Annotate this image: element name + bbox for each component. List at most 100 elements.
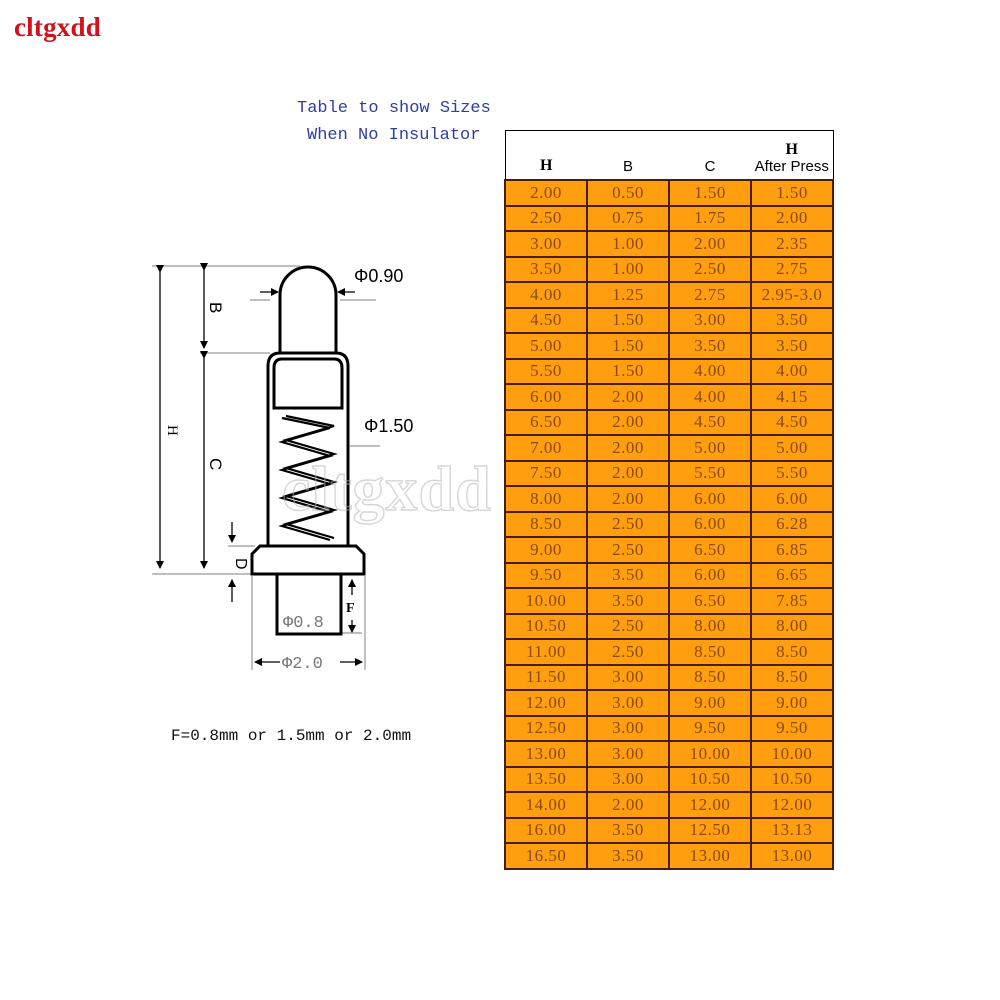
cell-b: 0.75: [586, 204, 670, 232]
cell-h: 8.50: [504, 510, 588, 538]
cell-h: 6.00: [504, 383, 588, 411]
cell-h: 6.50: [504, 408, 588, 436]
column-header-b: B: [587, 130, 669, 180]
cell-b: 2.00: [586, 459, 670, 487]
cell-c: 13.00: [668, 842, 752, 870]
table-caption-line-2: When No Insulator: [307, 126, 481, 145]
cell-h-after-press: 6.00: [750, 485, 834, 513]
column-header-h: H: [505, 130, 587, 180]
cell-h: 3.50: [504, 255, 588, 283]
column-header-h-after-press-top: H: [785, 141, 798, 158]
cell-c: 6.00: [668, 485, 752, 513]
cell-h-after-press: 2.35: [750, 230, 834, 258]
cell-h: 5.00: [504, 332, 588, 360]
column-header-h-after-press: H After Press: [751, 130, 833, 180]
cell-h: 11.00: [504, 638, 588, 666]
cell-h-after-press: 6.85: [750, 536, 834, 564]
cell-c: 12.00: [668, 791, 752, 819]
dim-label-D: D: [232, 558, 249, 570]
cell-h-after-press: 4.00: [750, 357, 834, 385]
cell-c: 8.50: [668, 638, 752, 666]
cell-b: 1.00: [586, 255, 670, 283]
cell-h-after-press: 8.50: [750, 638, 834, 666]
cell-h: 5.50: [504, 357, 588, 385]
cell-b: 1.25: [586, 281, 670, 309]
cell-h-after-press: 8.50: [750, 663, 834, 691]
cell-b: 0.50: [586, 179, 670, 207]
cell-h-after-press: 9.00: [750, 689, 834, 717]
cell-c: 1.50: [668, 179, 752, 207]
cell-h-after-press: 6.28: [750, 510, 834, 538]
cell-b: 2.00: [586, 408, 670, 436]
cell-b: 1.50: [586, 306, 670, 334]
cell-c: 5.00: [668, 434, 752, 462]
dim-label-B: B: [206, 302, 225, 313]
cell-h: 10.00: [504, 587, 588, 615]
cell-h: 2.00: [504, 179, 588, 207]
f-length-note: F=0.8mm or 1.5mm or 2.0mm: [171, 727, 412, 745]
cell-h: 8.00: [504, 485, 588, 513]
cell-c: 3.50: [668, 332, 752, 360]
cell-h-after-press: 9.50: [750, 714, 834, 742]
cell-h: 13.50: [504, 765, 588, 793]
cell-b: 2.00: [586, 434, 670, 462]
cell-c: 6.50: [668, 536, 752, 564]
cell-b: 3.00: [586, 689, 670, 717]
cell-h: 12.50: [504, 714, 588, 742]
pogo-pin-diagram: H B C D F Φ0.90 Φ1.50 Φ0.8 Φ2.0: [152, 263, 413, 674]
cell-h: 11.50: [504, 663, 588, 691]
cell-c: 8.50: [668, 663, 752, 691]
cell-h-after-press: 7.85: [750, 587, 834, 615]
dim-label-F: F: [346, 601, 355, 616]
cell-h: 13.00: [504, 740, 588, 768]
cell-b: 2.50: [586, 536, 670, 564]
cell-h-after-press: 1.50: [750, 179, 834, 207]
tail-diameter-label: Φ0.8: [283, 614, 324, 633]
cell-b: 3.50: [586, 816, 670, 844]
cell-c: 9.00: [668, 689, 752, 717]
cell-h: 4.50: [504, 306, 588, 334]
cell-c: 2.75: [668, 281, 752, 309]
cell-b: 1.50: [586, 357, 670, 385]
cell-h-after-press: 2.95-3.0: [750, 281, 834, 309]
column-header-c: C: [669, 130, 751, 180]
base-diameter-label: Φ2.0: [282, 655, 323, 674]
cell-b: 2.50: [586, 638, 670, 666]
cell-h: 14.00: [504, 791, 588, 819]
cell-h-after-press: 5.00: [750, 434, 834, 462]
cell-h: 2.50: [504, 204, 588, 232]
cell-c: 4.00: [668, 357, 752, 385]
cell-h-after-press: 4.15: [750, 383, 834, 411]
cell-b: 3.00: [586, 663, 670, 691]
cell-b: 3.50: [586, 561, 670, 589]
cell-c: 10.50: [668, 765, 752, 793]
cell-h-after-press: 2.00: [750, 204, 834, 232]
cell-h-after-press: 3.50: [750, 306, 834, 334]
barrel-diameter-label: Φ1.50: [364, 416, 413, 436]
cell-h: 16.00: [504, 816, 588, 844]
cell-h-after-press: 2.75: [750, 255, 834, 283]
cell-c: 3.00: [668, 306, 752, 334]
